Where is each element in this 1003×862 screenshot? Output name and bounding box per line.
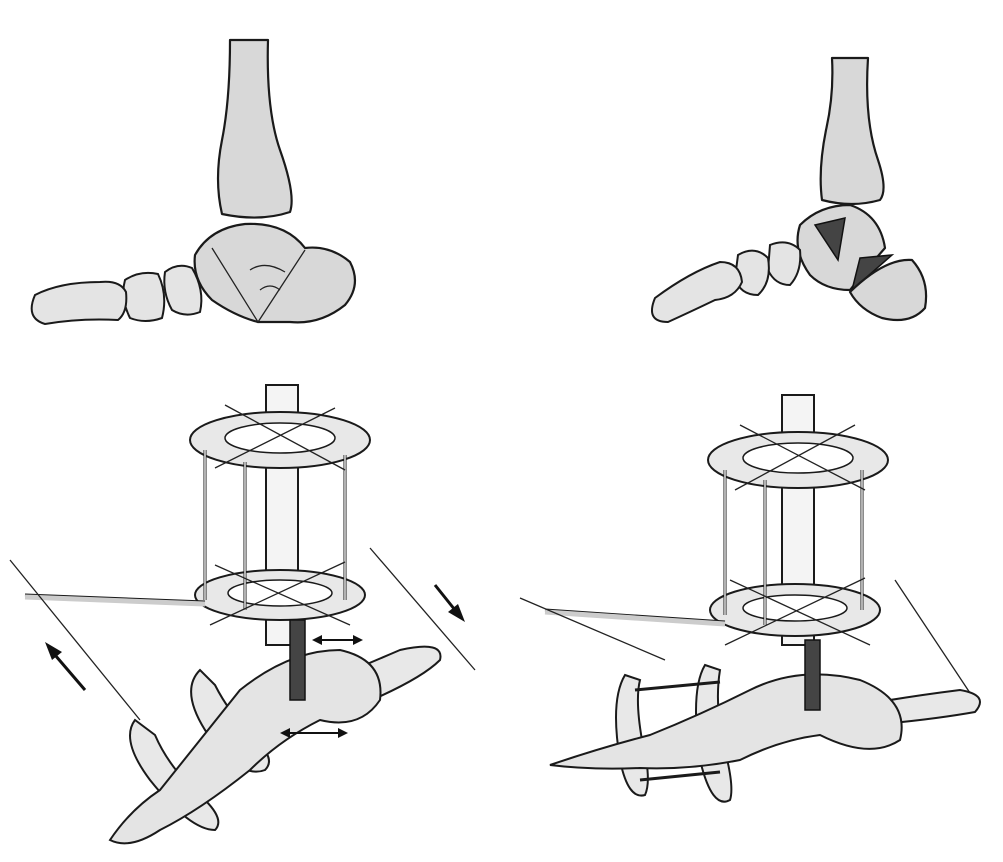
hinge-post	[289, 619, 306, 701]
foot	[549, 673, 903, 770]
navicular	[766, 241, 802, 287]
calcaneus	[848, 258, 928, 322]
tibia	[819, 56, 885, 206]
foot	[108, 648, 382, 845]
talus-calcaneus	[193, 222, 357, 324]
cuneiform	[733, 249, 770, 297]
metatarsal	[30, 280, 128, 326]
fixator-during-correction	[9, 384, 476, 845]
foot-before-correction	[30, 38, 357, 326]
foot-after-osteotomy	[651, 56, 928, 324]
metatarsal	[651, 260, 744, 324]
arrow-icon	[280, 728, 348, 738]
forefoot-ring	[615, 673, 649, 797]
threaded-rods	[203, 450, 347, 610]
arrow-icon	[45, 642, 87, 691]
arrow-icon	[433, 584, 465, 622]
wedge-resection	[813, 217, 846, 263]
hinge-post	[804, 639, 821, 711]
tibia	[216, 38, 293, 219]
wires	[209, 404, 351, 626]
navicular	[163, 264, 203, 316]
wires	[724, 424, 871, 646]
fixator-after-correction	[519, 394, 981, 803]
threaded-rods	[723, 470, 864, 625]
arrow-icon	[312, 635, 363, 645]
cuneiform	[122, 271, 166, 322]
